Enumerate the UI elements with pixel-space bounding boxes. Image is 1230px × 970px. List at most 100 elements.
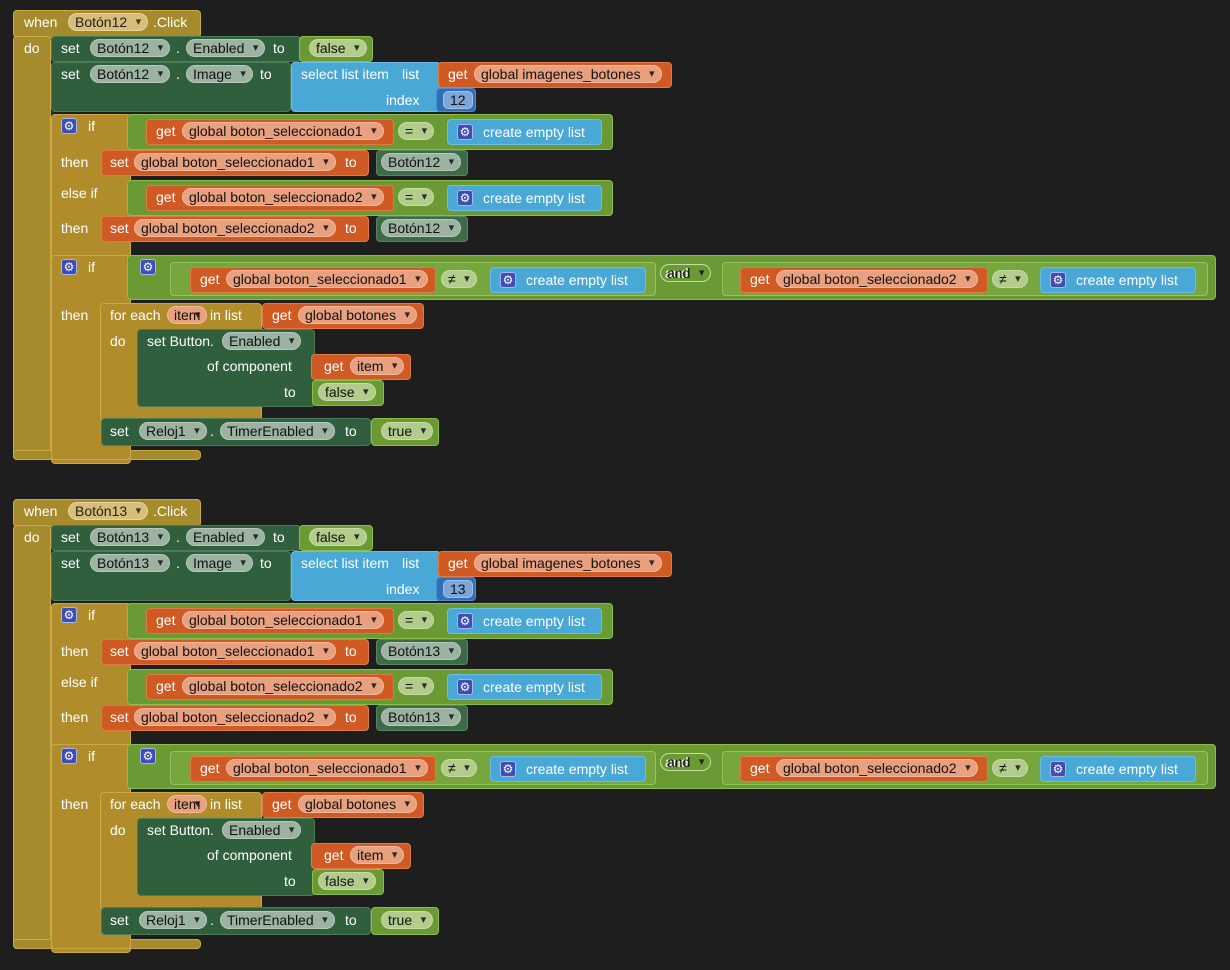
property-dropdown[interactable]: Enabled <box>186 528 266 546</box>
set-image-block[interactable] <box>51 551 291 601</box>
variable-dropdown[interactable]: global boton_seleccionado1 <box>134 642 336 660</box>
compare-op-dropdown[interactable]: ≠ <box>441 759 477 777</box>
create-empty-list-label: create empty list <box>483 124 585 140</box>
variable-dropdown[interactable]: item <box>350 357 405 375</box>
mutator-gear-icon[interactable]: ⚙ <box>457 124 473 140</box>
event-component-dropdown[interactable]: Botón13 <box>68 502 149 520</box>
select-list-item-block[interactable] <box>291 62 441 112</box>
if-label: if <box>88 118 95 134</box>
component-dropdown[interactable]: Botón12 <box>90 65 171 83</box>
variable-dropdown[interactable]: global boton_seleccionado2 <box>134 708 336 726</box>
component-dropdown[interactable]: Botón12 <box>381 219 462 237</box>
variable-dropdown[interactable]: global boton_seleccionado1 <box>134 153 336 171</box>
boolean-dropdown[interactable]: false <box>318 383 376 401</box>
to-label: to <box>345 220 357 236</box>
do-label: do <box>24 40 40 56</box>
loop-variable-dropdown[interactable]: item <box>167 795 208 813</box>
variable-dropdown[interactable]: global boton_seleccionado1 <box>226 270 428 288</box>
component-dropdown[interactable]: Botón12 <box>381 153 462 171</box>
event-block-body[interactable] <box>13 525 51 949</box>
get-label: get <box>156 678 176 694</box>
compare-op-dropdown[interactable]: = <box>398 122 435 140</box>
compare-op-dropdown[interactable]: = <box>398 188 435 206</box>
component-dropdown[interactable]: Botón13 <box>381 642 462 660</box>
component-dropdown[interactable]: Botón12 <box>90 39 171 57</box>
select-list-item-block[interactable] <box>291 551 441 601</box>
set-label: set <box>110 220 129 236</box>
mutator-gear-icon[interactable]: ⚙ <box>457 613 473 629</box>
create-empty-list-block[interactable] <box>1040 267 1196 293</box>
mutator-gear-icon[interactable]: ⚙ <box>500 761 516 777</box>
component-dropdown[interactable]: Reloj1 <box>139 911 207 929</box>
component-dropdown[interactable]: Botón13 <box>90 528 171 546</box>
mutator-gear-icon[interactable]: ⚙ <box>140 748 156 764</box>
mutator-gear-icon[interactable]: ⚙ <box>140 259 156 275</box>
mutator-gear-icon[interactable]: ⚙ <box>61 748 77 764</box>
compare-op-dropdown[interactable]: = <box>398 677 435 695</box>
mutator-gear-icon[interactable]: ⚙ <box>457 190 473 206</box>
variable-dropdown[interactable]: global boton_seleccionado2 <box>776 270 978 288</box>
compare-op-dropdown[interactable]: ≠ <box>992 759 1028 777</box>
index-number-field[interactable]: 12 <box>443 91 473 109</box>
get-label: get <box>448 66 468 82</box>
mutator-gear-icon[interactable]: ⚙ <box>61 259 77 275</box>
set-label: set <box>61 40 80 56</box>
create-empty-list-block[interactable] <box>490 267 646 293</box>
create-empty-list-block[interactable] <box>490 756 646 782</box>
property-dropdown[interactable]: Image <box>186 65 253 83</box>
mutator-gear-icon[interactable]: ⚙ <box>1050 761 1066 777</box>
boolean-dropdown[interactable]: false <box>309 528 367 546</box>
compare-op-dropdown[interactable]: = <box>398 611 435 629</box>
variable-dropdown[interactable]: global botones <box>298 795 418 813</box>
property-dropdown[interactable]: Enabled <box>222 332 302 350</box>
property-dropdown[interactable]: TimerEnabled <box>220 422 335 440</box>
set-button-label: set Button. <box>147 822 214 838</box>
mutator-gear-icon[interactable]: ⚙ <box>500 272 516 288</box>
variable-dropdown[interactable]: global boton_seleccionado1 <box>226 759 428 777</box>
component-dropdown[interactable]: Botón13 <box>381 708 462 726</box>
component-dropdown[interactable]: Botón13 <box>90 554 171 572</box>
mutator-gear-icon[interactable]: ⚙ <box>61 607 77 623</box>
variable-dropdown[interactable]: global botones <box>298 306 418 324</box>
compare-op-dropdown[interactable]: ≠ <box>441 270 477 288</box>
property-dropdown[interactable]: Enabled <box>186 39 266 57</box>
variable-dropdown[interactable]: item <box>350 846 405 864</box>
boolean-dropdown[interactable]: true <box>381 911 434 929</box>
variable-dropdown[interactable]: global boton_seleccionado2 <box>182 677 384 695</box>
logic-op-dropdown[interactable]: and <box>660 264 712 282</box>
variable-dropdown[interactable]: global imagenes_botones <box>474 554 662 572</box>
list-label: list <box>402 66 420 82</box>
set-label: set <box>61 66 80 82</box>
variable-dropdown[interactable]: global boton_seleccionado1 <box>182 611 384 629</box>
to-label: to <box>345 643 357 659</box>
event-component-dropdown[interactable]: Botón12 <box>68 13 149 31</box>
to-label: to <box>345 154 357 170</box>
variable-dropdown[interactable]: global boton_seleccionado2 <box>134 219 336 237</box>
boolean-dropdown[interactable]: false <box>318 872 376 890</box>
logic-op-dropdown[interactable]: and <box>660 753 712 771</box>
property-dropdown[interactable]: Enabled <box>222 821 302 839</box>
property-dropdown[interactable]: Image <box>186 554 253 572</box>
set-label: set <box>110 912 129 928</box>
index-number-field[interactable]: 13 <box>443 580 473 598</box>
create-empty-list-block[interactable] <box>1040 756 1196 782</box>
property-dropdown[interactable]: TimerEnabled <box>220 911 335 929</box>
get-label: get <box>272 307 292 323</box>
component-dropdown[interactable]: Reloj1 <box>139 422 207 440</box>
set-image-block[interactable] <box>51 62 291 112</box>
mutator-gear-icon[interactable]: ⚙ <box>1050 272 1066 288</box>
get-label: get <box>448 555 468 571</box>
loop-variable-dropdown[interactable]: item <box>167 306 208 324</box>
mutator-gear-icon[interactable]: ⚙ <box>457 679 473 695</box>
set-label: set <box>110 709 129 725</box>
compare-op-dropdown[interactable]: ≠ <box>992 270 1028 288</box>
variable-dropdown[interactable]: global imagenes_botones <box>474 65 662 83</box>
list-label: list <box>402 555 420 571</box>
variable-dropdown[interactable]: global boton_seleccionado2 <box>776 759 978 777</box>
boolean-dropdown[interactable]: false <box>309 39 367 57</box>
event-block-body[interactable] <box>13 36 51 460</box>
mutator-gear-icon[interactable]: ⚙ <box>61 118 77 134</box>
variable-dropdown[interactable]: global boton_seleccionado2 <box>182 188 384 206</box>
boolean-dropdown[interactable]: true <box>381 422 434 440</box>
variable-dropdown[interactable]: global boton_seleccionado1 <box>182 122 384 140</box>
